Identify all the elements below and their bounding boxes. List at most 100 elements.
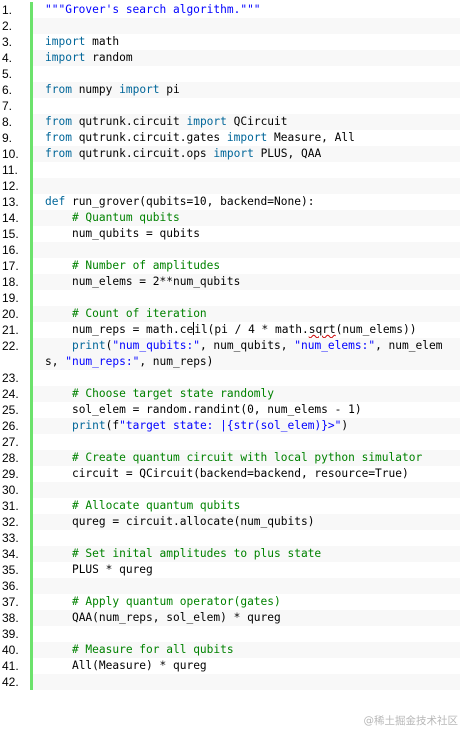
line-text: def run_grover(qubits=10, backend=None): — [33, 194, 460, 210]
code-line[interactable]: 18. num_elems = 2**num_qubits — [0, 274, 460, 290]
code-line[interactable]: 29. circuit = QCircuit(backend=backend, … — [0, 466, 460, 482]
line-text: circuit = QCircuit(backend=backend, reso… — [33, 466, 460, 482]
line-number: 34. — [0, 546, 33, 562]
line-number: 13. — [0, 194, 33, 210]
keyword-token: import — [45, 35, 86, 48]
code-token: (num_elems)) — [335, 323, 417, 336]
code-line[interactable]: 34. # Set inital amplitudes to plus stat… — [0, 546, 460, 562]
code-line[interactable]: 9.from qutrunk.circuit.gates import Meas… — [0, 130, 460, 146]
code-line[interactable]: 15. num_qubits = qubits — [0, 226, 460, 242]
code-line[interactable]: 10.from qutrunk.circuit.ops import PLUS,… — [0, 146, 460, 162]
code-line[interactable]: 42.​ — [0, 674, 460, 690]
code-line[interactable]: 26. print(f"target state: |{str(sol_elem… — [0, 418, 460, 434]
line-number: 14. — [0, 210, 33, 226]
code-token: random — [85, 51, 133, 64]
line-number: 25. — [0, 402, 33, 418]
line-number: 32. — [0, 514, 33, 530]
line-text: from qutrunk.circuit.ops import PLUS, QA… — [33, 146, 460, 162]
code-line[interactable]: 4.import random — [0, 50, 460, 66]
line-number: 33. — [0, 530, 33, 546]
code-token: qutrunk.circuit.gates — [71, 131, 227, 144]
line-text: qureg = circuit.allocate(num_qubits) — [33, 514, 460, 530]
code-line[interactable]: 1."""Grover's search algorithm.""" — [0, 2, 460, 18]
line-number: 11. — [0, 162, 33, 178]
code-line[interactable]: 20. # Count of iteration — [0, 306, 460, 322]
line-number: 37. — [0, 594, 33, 610]
code-token: QAA(num_reps, sol_elem) * qureg — [45, 611, 281, 624]
code-line[interactable]: 39.​ — [0, 626, 460, 642]
watermark: @稀土掘金技术社区 — [363, 715, 459, 727]
code-line[interactable]: 5.​ — [0, 66, 460, 82]
code-lines: 1."""Grover's search algorithm."""2.​3.i… — [0, 2, 460, 690]
keyword-token: print — [71, 339, 106, 352]
line-number: 27. — [0, 434, 33, 450]
code-line[interactable]: 14. # Quantum qubits — [0, 210, 460, 226]
code-line[interactable]: 40. # Measure for all qubits — [0, 642, 460, 658]
line-text: ​ — [33, 290, 460, 306]
line-number: 23. — [0, 370, 33, 386]
line-number: 6. — [0, 82, 33, 98]
code-line[interactable]: 24. # Choose target state randomly — [0, 386, 460, 402]
code-line[interactable]: 28. # Create quantum circuit with local … — [0, 450, 460, 466]
code-line[interactable]: 19.​ — [0, 290, 460, 306]
code-line[interactable]: 35. PLUS * qureg — [0, 562, 460, 578]
code-line[interactable]: 37. # Apply quantum operator(gates) — [0, 594, 460, 610]
code-line[interactable]: 36.​ — [0, 578, 460, 594]
line-text: ​ — [33, 530, 460, 546]
code-line[interactable]: 38. QAA(num_reps, sol_elem) * qureg — [0, 610, 460, 626]
code-token: qutrunk.circuit — [71, 115, 187, 128]
line-text: print("num_qubits:", num_qubits, "num_el… — [33, 338, 460, 370]
code-token: il(pi / 4 * math. — [194, 323, 309, 336]
string-token: "num_elems:" — [294, 339, 376, 352]
code-line[interactable]: 23.​ — [0, 370, 460, 386]
line-text: # Apply quantum operator(gates) — [33, 594, 460, 610]
line-number: 18. — [0, 274, 33, 290]
keyword-token: import — [226, 131, 268, 144]
line-number: 36. — [0, 578, 33, 594]
line-number: 10. — [0, 146, 33, 162]
code-line[interactable]: 13.def run_grover(qubits=10, backend=Non… — [0, 194, 460, 210]
code-token: qureg = circuit.allocate(num_qubits) — [45, 515, 315, 528]
code-line[interactable]: 21. num_reps = math.ceil(pi / 4 * math.s… — [0, 322, 460, 338]
code-line[interactable]: 25. sol_elem = random.randint(0, num_ele… — [0, 402, 460, 418]
code-line[interactable]: 22. print("num_qubits:", num_qubits, "nu… — [0, 338, 460, 370]
line-text: num_qubits = qubits — [33, 226, 460, 242]
code-line[interactable]: 7.​ — [0, 98, 460, 114]
code-line[interactable]: 33.​ — [0, 530, 460, 546]
line-text: # Number of amplitudes — [33, 258, 460, 274]
code-token: pi — [159, 83, 180, 96]
line-number: 31. — [0, 498, 33, 514]
code-line[interactable]: 6.from numpy import pi — [0, 82, 460, 98]
code-line[interactable]: 12.​ — [0, 178, 460, 194]
code-line[interactable]: 11.​ — [0, 162, 460, 178]
comment-token: # Choose target state randomly — [71, 387, 275, 400]
code-line[interactable]: 8.from qutrunk.circuit import QCircuit — [0, 114, 460, 130]
code-line[interactable]: 2.​ — [0, 18, 460, 34]
comment-token: # Create quantum circuit with local pyth… — [71, 451, 423, 464]
code-token: sqrt — [308, 323, 336, 336]
comment-token: # Number of amplitudes — [71, 259, 221, 272]
line-text: # Set inital amplitudes to plus state — [33, 546, 460, 562]
line-text: QAA(num_reps, sol_elem) * qureg — [33, 610, 460, 626]
code-line[interactable]: 3.import math — [0, 34, 460, 50]
code-line[interactable]: 32. qureg = circuit.allocate(num_qubits) — [0, 514, 460, 530]
line-number: 41. — [0, 658, 33, 674]
line-number: 38. — [0, 610, 33, 626]
code-token — [45, 451, 72, 464]
code-line[interactable]: 31. # Allocate quantum qubits — [0, 498, 460, 514]
code-line[interactable]: 30.​ — [0, 482, 460, 498]
keyword-token: from — [45, 115, 72, 128]
code-token: run_grover(qubits=10, backend=None): — [65, 195, 315, 208]
line-text: All(Measure) * qureg — [33, 658, 460, 674]
code-token: Measure, All — [267, 131, 355, 144]
line-number: 22. — [0, 338, 33, 370]
line-text: ​ — [33, 242, 460, 258]
code-line[interactable]: 41. All(Measure) * qureg — [0, 658, 460, 674]
code-line[interactable]: 16.​ — [0, 242, 460, 258]
code-line[interactable]: 17. # Number of amplitudes — [0, 258, 460, 274]
line-number: 8. — [0, 114, 33, 130]
code-line[interactable]: 27.​ — [0, 434, 460, 450]
line-number: 20. — [0, 306, 33, 322]
code-token: All(Measure) * qureg — [45, 659, 207, 672]
